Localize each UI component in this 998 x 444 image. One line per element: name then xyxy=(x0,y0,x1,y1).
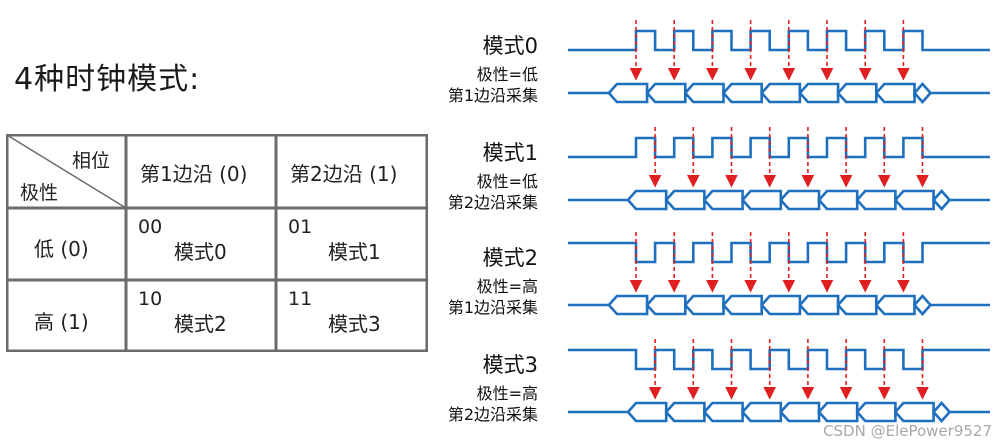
clock-mode-table: 相位 极性 第1边沿 (0) 第2边沿 (1) 低 (0) 00 模式0 01 … xyxy=(6,134,428,352)
clock-waveform xyxy=(568,29,990,52)
cell-code: 00 xyxy=(138,216,163,238)
row-header-low: 低 (0) xyxy=(34,237,89,261)
mode-0-edge: 第1边沿采集 xyxy=(447,86,538,105)
mode-2-polarity: 极性=高 xyxy=(476,277,538,296)
cell-code: 11 xyxy=(288,288,313,310)
data-waveform-lower xyxy=(607,301,932,316)
column-header-second-edge: 第2边沿 (1) xyxy=(290,162,398,186)
header-polarity-label: 极性 xyxy=(20,182,59,204)
mode-3-edge: 第2边沿采集 xyxy=(447,405,538,424)
mode-2-name: 模式2 xyxy=(482,246,538,270)
data-waveform-upper xyxy=(568,82,990,97)
mode-2-edge: 第1边沿采集 xyxy=(447,298,538,317)
data-waveform-lower xyxy=(627,196,951,211)
cell-code: 10 xyxy=(138,288,163,310)
mode-0-polarity: 极性=低 xyxy=(476,65,538,84)
mode-1-polarity: 极性=低 xyxy=(476,172,538,191)
clock-waveform xyxy=(568,241,990,264)
mode-3-polarity: 极性=高 xyxy=(476,384,538,403)
mode-3-name: 模式3 xyxy=(482,353,538,377)
cell-code: 01 xyxy=(288,216,313,238)
data-waveform-upper xyxy=(568,189,990,204)
cell-mode: 模式1 xyxy=(328,240,381,264)
mode-0-name: 模式0 xyxy=(482,34,538,58)
data-waveform-upper xyxy=(568,294,990,309)
table-grid-lines xyxy=(6,134,428,352)
data-waveform-lower xyxy=(607,89,932,104)
cell-mode: 模式3 xyxy=(328,312,381,336)
mode-1-name: 模式1 xyxy=(482,141,538,165)
data-waveform-upper xyxy=(568,401,990,416)
clock-waveform xyxy=(568,136,990,159)
row-header-high: 高 (1) xyxy=(34,310,89,334)
clock-waveform xyxy=(568,348,990,371)
header-phase-label: 相位 xyxy=(72,150,111,172)
page-title: 4种时钟模式: xyxy=(14,62,201,97)
column-header-first-edge: 第1边沿 (0) xyxy=(140,162,248,186)
cell-mode: 模式2 xyxy=(174,312,227,336)
cell-mode: 模式0 xyxy=(174,240,227,264)
data-waveform-lower xyxy=(627,408,951,423)
watermark: CSDN @ElePower9527 xyxy=(823,422,992,440)
mode-1-edge: 第2边沿采集 xyxy=(447,193,538,212)
